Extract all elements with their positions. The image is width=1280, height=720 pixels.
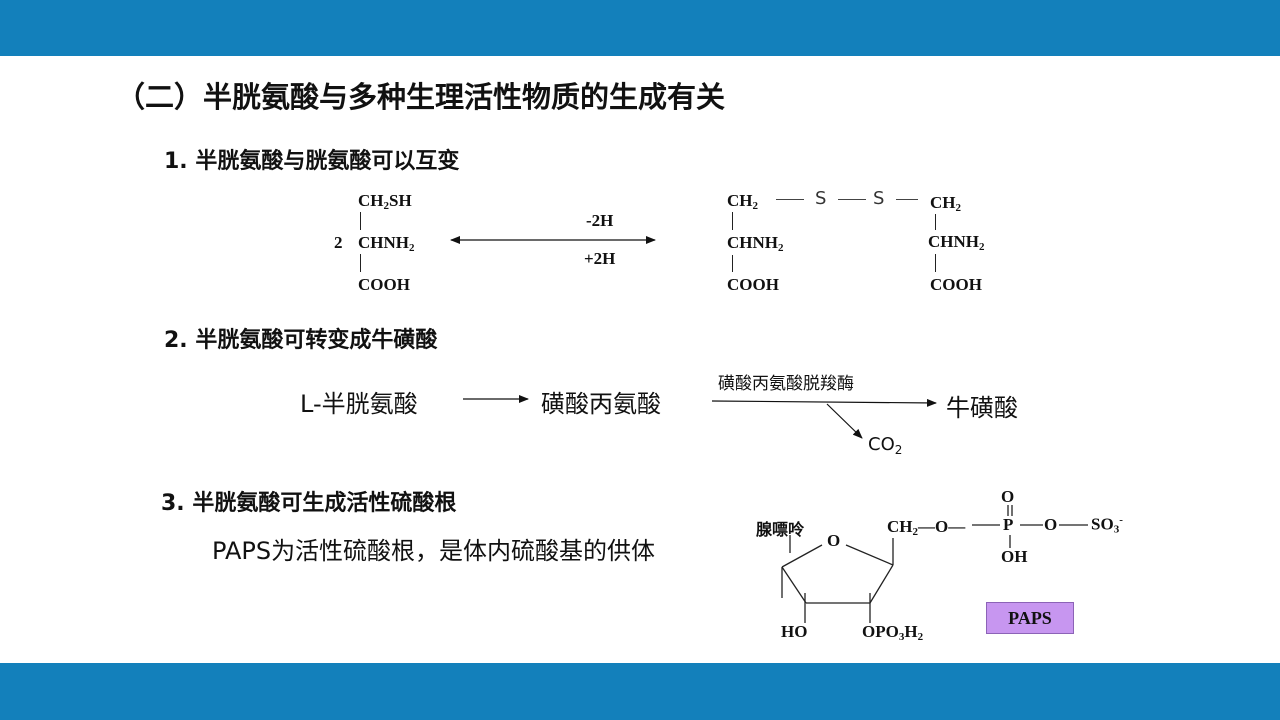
cysteine-cooh: COOH xyxy=(358,275,410,294)
paps-badge: PAPS xyxy=(986,602,1074,634)
cystine-ch2-right: CH2 xyxy=(930,193,961,214)
l-cysteine-label: L-半胱氨酸 xyxy=(300,390,418,418)
bond-line xyxy=(360,212,361,230)
ring-oxygen: O xyxy=(827,531,841,550)
cystine-chnh2-left: CHNH2 xyxy=(727,233,784,254)
cysteine-chnh2: CHNH2 xyxy=(358,233,415,254)
section1-heading: 1. 半胱氨酸与胱氨酸可以互变 xyxy=(164,149,460,174)
bond-line xyxy=(935,214,936,230)
cysteic-acid-label: 磺酸丙氨酸 xyxy=(541,390,661,418)
ch2-o-group: CH2—O— xyxy=(887,517,966,538)
reaction-arrow-2 xyxy=(711,398,937,407)
hydroxyl-3: HO xyxy=(781,622,808,641)
cystine-chnh2-right: CHNH2 xyxy=(928,232,985,253)
arrow-label-minus-2h: -2H xyxy=(586,211,614,230)
bottom-banner xyxy=(0,663,1280,720)
phosphate-oxygen: O xyxy=(1001,487,1015,506)
adenine-label: 腺嘌呤 xyxy=(756,522,805,539)
arrow-label-plus-2h: +2H xyxy=(584,249,616,268)
cystine-cooh-left: COOH xyxy=(727,275,779,294)
cystine-ch2-left: CH2 xyxy=(727,191,758,212)
cystine-cooh-right: COOH xyxy=(930,275,982,294)
phosphorus-atom: P xyxy=(1003,515,1014,534)
taurine-label: 牛磺酸 xyxy=(946,394,1018,422)
cysteine-coefficient: 2 xyxy=(334,233,343,252)
sulfate-group: SO3- xyxy=(1091,514,1123,536)
section3-heading: 3. 半胱氨酸可生成活性硫酸根 xyxy=(161,491,457,516)
co2-label: CO2 xyxy=(868,434,903,457)
bond-line xyxy=(838,199,866,200)
top-banner xyxy=(0,0,1280,56)
bond-line xyxy=(776,199,804,200)
page-title: （二）半胱氨酸与多种生理活性物质的生成有关 xyxy=(116,80,726,114)
bond-line xyxy=(360,254,361,272)
bond-line xyxy=(732,255,733,272)
co2-release-arrow xyxy=(826,403,863,439)
bond-line xyxy=(732,212,733,230)
paps-description: PAPS为活性硫酸根，是体内硫酸基的供体 xyxy=(212,537,656,565)
ribose-ring-bonds xyxy=(781,505,1088,623)
bridge-oxygen: O xyxy=(1044,515,1058,534)
cysteine-ch2sh: CH2SH xyxy=(358,191,412,212)
phosphate-hydroxyl: OH xyxy=(1001,547,1028,566)
phosphate-3-prime: OPO3H2 xyxy=(862,622,924,643)
bond-line xyxy=(896,199,918,200)
sulfur-atom-2: S xyxy=(873,188,885,209)
enzyme-label: 磺酸丙氨酸脱羧酶 xyxy=(718,374,854,394)
section2-heading: 2. 半胱氨酸可转变成牛磺酸 xyxy=(164,328,438,353)
bond-line xyxy=(935,254,936,272)
sulfur-atom-1: S xyxy=(815,188,827,209)
